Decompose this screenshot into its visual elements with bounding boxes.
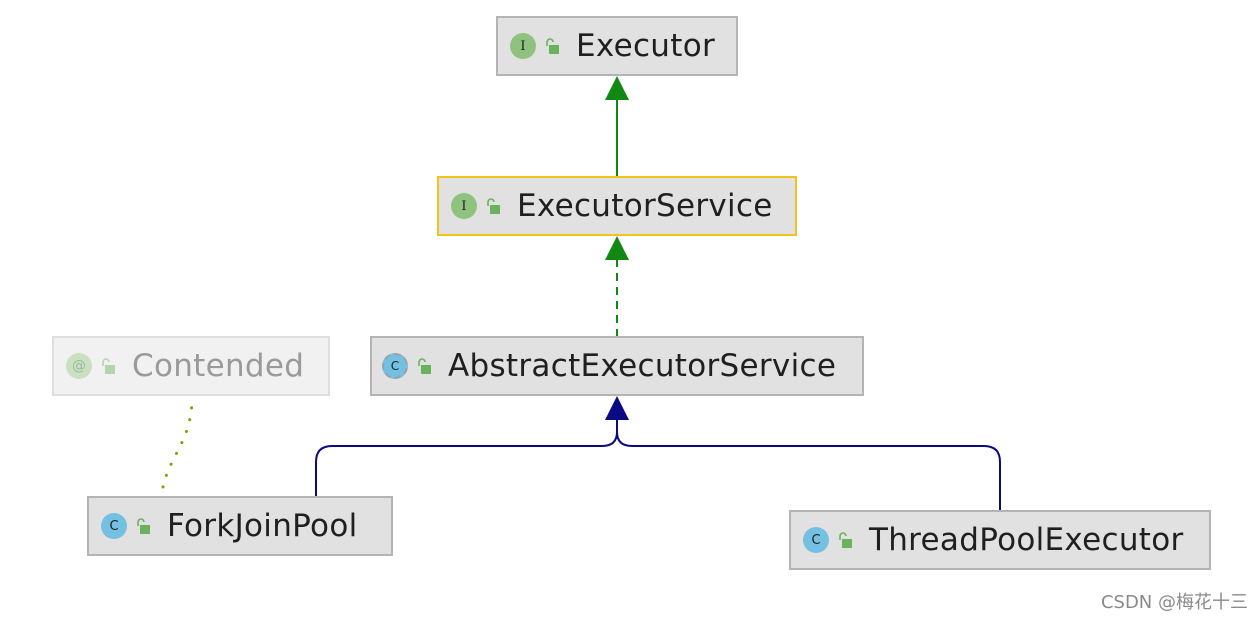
node-fork-join-pool[interactable]: C ForkJoinPool (87, 496, 393, 556)
node-executor-service[interactable]: I ExecutorService (437, 176, 797, 236)
arrowhead-executor (605, 76, 629, 100)
interface-icon: I (451, 193, 477, 219)
annotation-icon: @ (66, 353, 92, 379)
abstract-class-icon: C (382, 353, 408, 379)
unlocked-icon (418, 358, 431, 374)
arrowhead-executorservice (605, 236, 629, 260)
node-executor[interactable]: I Executor (496, 16, 738, 76)
node-label: Contended (132, 348, 305, 384)
arrowhead-abstractexecutorservice (605, 396, 629, 420)
node-label: ThreadPoolExecutor (869, 522, 1184, 558)
node-label: Executor (576, 28, 716, 64)
node-label: ExecutorService (517, 188, 773, 224)
node-thread-pool-executor[interactable]: C ThreadPoolExecutor (789, 510, 1211, 570)
unlocked-icon (487, 198, 500, 214)
interface-icon: I (510, 33, 536, 59)
node-label: ForkJoinPool (167, 508, 358, 544)
node-contended[interactable]: @ Contended (52, 336, 330, 396)
unlocked-icon (102, 358, 115, 374)
edge-threadpoolexecutor-to-abstractexecutorservice (616, 431, 1001, 511)
watermark: CSDN @梅花十三 (1100, 592, 1248, 613)
unlocked-icon (839, 532, 852, 548)
edge-forkjoinpool-to-abstractexecutorservice (315, 420, 618, 496)
unlocked-icon (546, 38, 559, 54)
class-icon: C (101, 513, 127, 539)
unlocked-icon (137, 518, 150, 534)
node-abstract-executor-service[interactable]: C AbstractExecutorService (370, 336, 864, 396)
node-label: AbstractExecutorService (448, 348, 837, 384)
edge-forkjoinpool-to-contended (161, 396, 194, 489)
class-icon: C (803, 527, 829, 553)
